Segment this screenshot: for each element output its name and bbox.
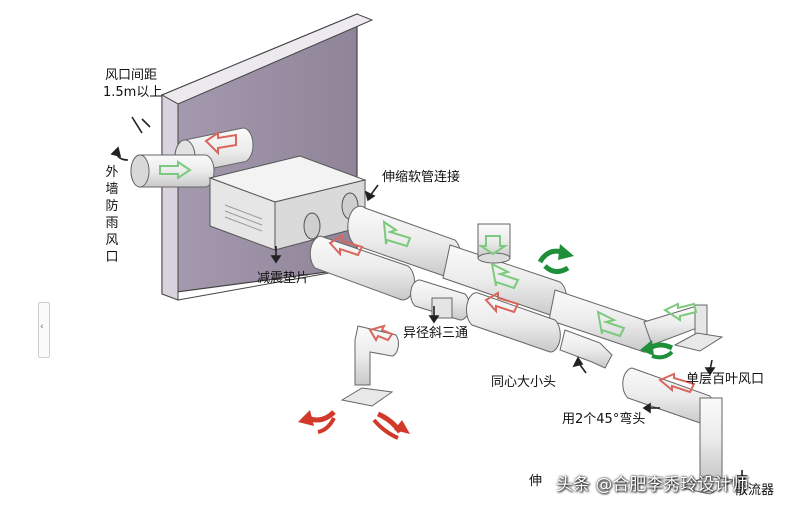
pointer-flex-duct [364,184,379,202]
upper-outlet-pipe [477,223,511,264]
side-collapse-handle[interactable]: ‹ [38,302,50,358]
swirl-red-left [298,410,336,434]
chevron-left-icon: ‹ [40,322,44,332]
reducing-tee-fitting [410,279,470,321]
arrow-green-vertical [477,235,509,256]
label-diffuser: 散流器 [735,483,775,498]
watermark: 头条 @合肥李秀玲设计师 [556,475,749,495]
arrow-red-left-elbow [368,324,394,343]
label-flex-duct: 伸缩软管连接 [382,170,461,185]
pointer-reducer [572,356,587,374]
label-reducing-tee: 异径斜三通 [403,326,469,341]
wall-through-pipes [130,127,254,188]
arrow-red-bottom-run [658,372,696,394]
label-spacing-line2: 1.5m以上 [103,85,163,100]
pointer-spacing [131,116,151,134]
label-elbow-45: 用2个45°弯头 [562,412,646,427]
pointer-elbow [642,402,660,414]
pointer-arrows [110,116,748,484]
label-concentric-reducer: 同心大小头 [491,375,557,390]
swirl-green-right [640,340,674,360]
swirl-green-upper [537,244,574,274]
pointer-damper [270,246,282,264]
arrow-green-right [662,302,698,322]
pointer-outer-wall [110,146,129,161]
loose-pipe-segment [466,292,561,353]
label-partial-bottom: 伸 [529,474,543,489]
arrow-green-supply-2 [490,262,520,290]
pointer-tee [428,306,440,324]
airflow-arrows [159,131,698,394]
label-damper-pad: 减震垫片 [257,271,310,286]
swirl-arrows [298,244,674,440]
supply-duct-run [347,205,708,353]
pointer-louver [704,359,716,376]
arrow-green-supply-3 [596,310,626,338]
pointer-diffuser [736,470,748,484]
label-single-louver: 单层百叶风口 [686,372,765,387]
fresh-air-unit [208,155,367,251]
concentric-reducer-fitting [559,329,613,369]
swirl-red-right [372,411,410,440]
louver-outlet-base [673,332,724,352]
arrow-red-intake [204,131,237,156]
arrow-green-supply-1 [382,220,412,248]
label-outer-wall-cap: 外墙防雨风口 [105,165,119,265]
label-spacing-line1: 风口间距 [105,68,158,83]
arrow-green-exhaust [159,160,192,180]
arrow-red-return-2 [484,291,520,314]
arrow-red-return-1 [328,234,364,257]
exhaust-duct-run [309,235,415,301]
elbow-45-run [622,367,736,495]
